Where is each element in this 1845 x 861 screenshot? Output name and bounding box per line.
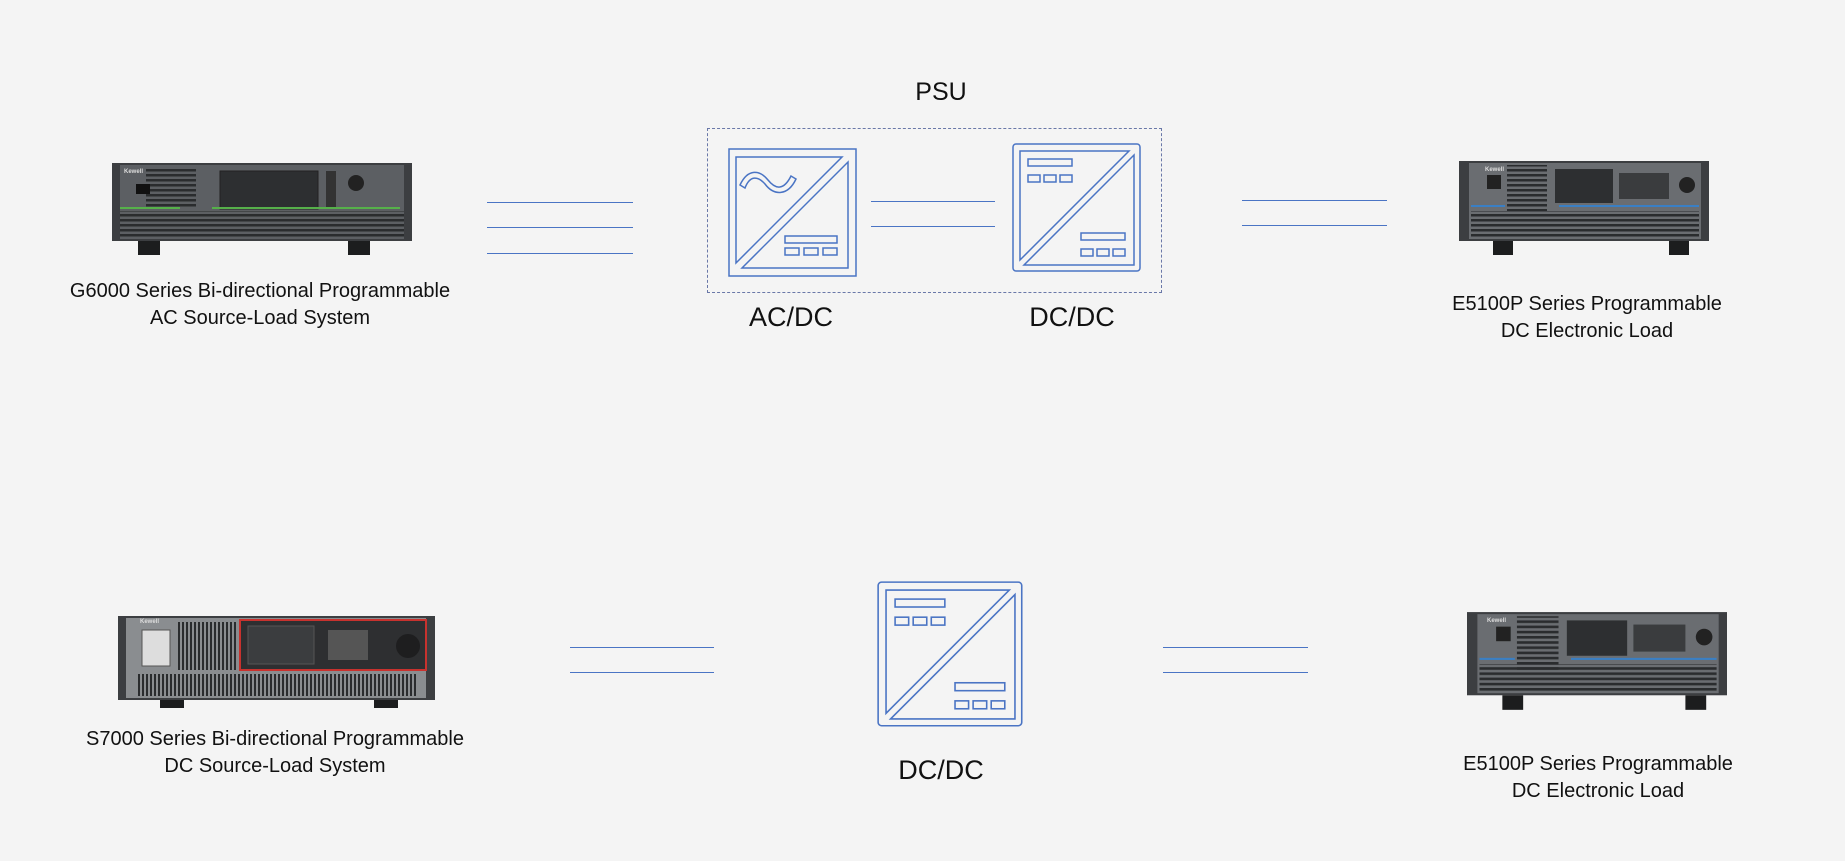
dcdc-converter-icon-bottom [877, 581, 1023, 727]
brand-logo: Kewell [124, 169, 144, 175]
connection-line [1242, 225, 1387, 226]
connection-line [1163, 672, 1308, 673]
connection-line [487, 227, 633, 228]
brand-logo: Kewell [1485, 167, 1505, 173]
e5100p-device-image-bottom: Kewell [1459, 610, 1735, 714]
connection-line [487, 253, 633, 254]
connection-line [570, 672, 714, 673]
s7000-label: S7000 Series Bi-directional Programmable… [86, 726, 464, 780]
e5100p-device-image-top: Kewell [1459, 159, 1709, 259]
connection-line [871, 226, 995, 227]
s7000-label-line2: DC Source-Load System [164, 755, 386, 777]
g6000-device-image: Kewell [112, 159, 412, 259]
connection-line [570, 647, 714, 648]
connection-line [487, 202, 633, 203]
e5100p-label-top: E5100P Series Programmable DC Electronic… [1452, 291, 1722, 345]
dcdc-label: DC/DC [1029, 302, 1115, 332]
s7000-label-line1: S7000 Series Bi-directional Programmable [86, 728, 464, 750]
e5100p-bottom-label-line1: E5100P Series Programmable [1463, 753, 1733, 775]
connection-line [1242, 200, 1387, 201]
e5100p-bottom-label-line2: DC Electronic Load [1511, 780, 1685, 802]
e5100p-top-label-line1: E5100P Series Programmable [1452, 293, 1722, 315]
g6000-label-line1: G6000 Series Bi-directional Programmable [69, 280, 451, 302]
psu-title: PSU [915, 78, 967, 106]
connection-line [871, 201, 995, 202]
s7000-device-image: Kewell [118, 610, 435, 708]
acdc-label: AC/DC [748, 302, 834, 332]
bottom-dcdc-label: DC/DC [898, 755, 984, 785]
g6000-label: G6000 Series Bi-directional Programmable… [70, 278, 450, 332]
acdc-converter-icon [728, 148, 857, 277]
g6000-label-line2: AC Source-Load System [149, 307, 371, 329]
e5100p-label-bottom: E5100P Series Programmable DC Electronic… [1463, 751, 1733, 805]
dcdc-converter-icon [1012, 143, 1141, 272]
brand-logo: Kewell [1487, 618, 1507, 624]
e5100p-top-label-line2: DC Electronic Load [1500, 320, 1674, 342]
brand-logo: Kewell [140, 619, 160, 625]
psu-boundary [707, 128, 1162, 293]
connection-line [1163, 647, 1308, 648]
